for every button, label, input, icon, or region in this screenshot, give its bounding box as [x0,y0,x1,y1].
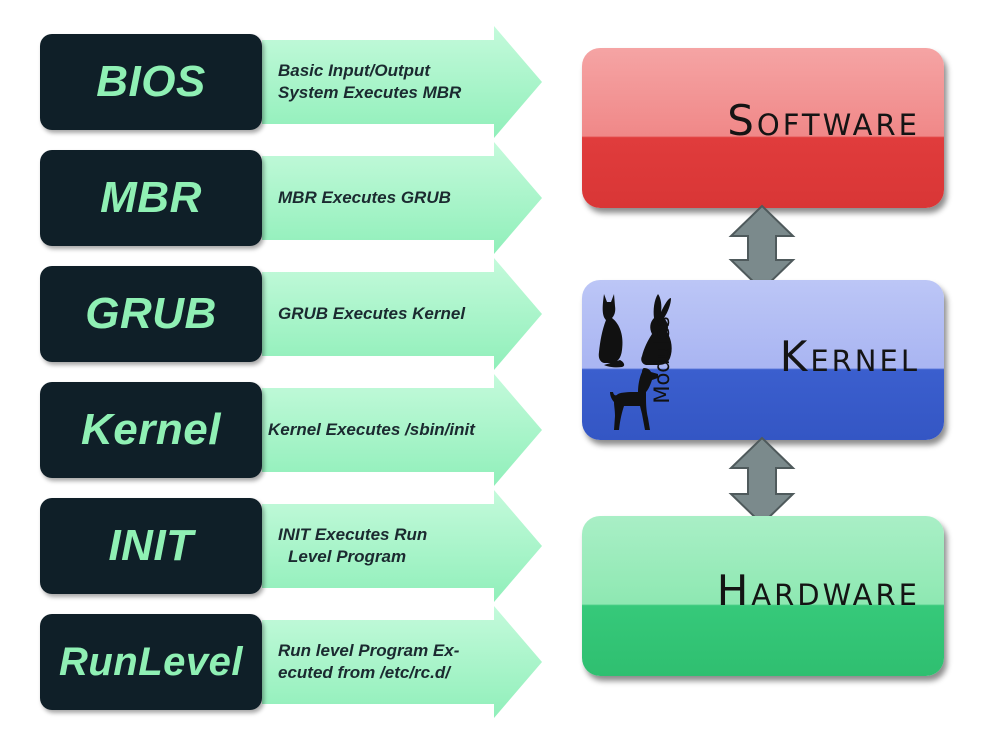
boot-step-runlevel: RunLevel Run level Program Ex-ecuted fro… [40,606,550,718]
step-description: MBR Executes GRUB [278,188,451,207]
right-arrow-icon [262,26,542,138]
double-arrow-icon [728,436,796,526]
software-label: Software [727,96,920,145]
step-box: GRUB [40,266,262,362]
step-name: GRUB [85,289,217,338]
step-box: RunLevel [40,614,262,710]
boot-step-grub: GRUB GRUB Executes Kernel [40,258,550,370]
step-name: MBR [100,173,202,222]
right-arrow-icon [262,374,542,486]
step-name: RunLevel [58,639,244,684]
software-layer: Software [582,48,944,208]
step-description: Run level Program Ex-ecuted from /etc/rc… [278,641,460,682]
step-name: BIOS [96,57,206,106]
modules-label: Modules [650,316,674,404]
step-box: BIOS [40,34,262,130]
right-arrow-icon [262,606,542,718]
rabbit-icon [641,294,672,365]
cat-icon [598,294,625,368]
dog-icon [610,368,658,430]
step-name: INIT [108,521,194,570]
right-arrow-icon [262,258,542,370]
step-description: Kernel Executes /sbin/init [268,420,475,439]
step-description: GRUB Executes Kernel [278,304,466,323]
kernel-label: Kernel [779,332,920,381]
boot-step-kernel: Kernel Kernel Executes /sbin/init [40,374,550,486]
hardware-label: Hardware [716,566,920,615]
double-arrow-icon [728,204,796,292]
step-box: Kernel [40,382,262,478]
boot-step-mbr: MBR MBR Executes GRUB [40,142,550,254]
step-box: MBR [40,150,262,246]
hardware-layer: Hardware [582,516,944,676]
step-box: INIT [40,498,262,594]
right-arrow-icon [262,490,542,602]
kernel-layer: Modules Kernel [582,280,944,440]
right-arrow-icon [262,142,542,254]
step-name: Kernel [81,405,221,454]
